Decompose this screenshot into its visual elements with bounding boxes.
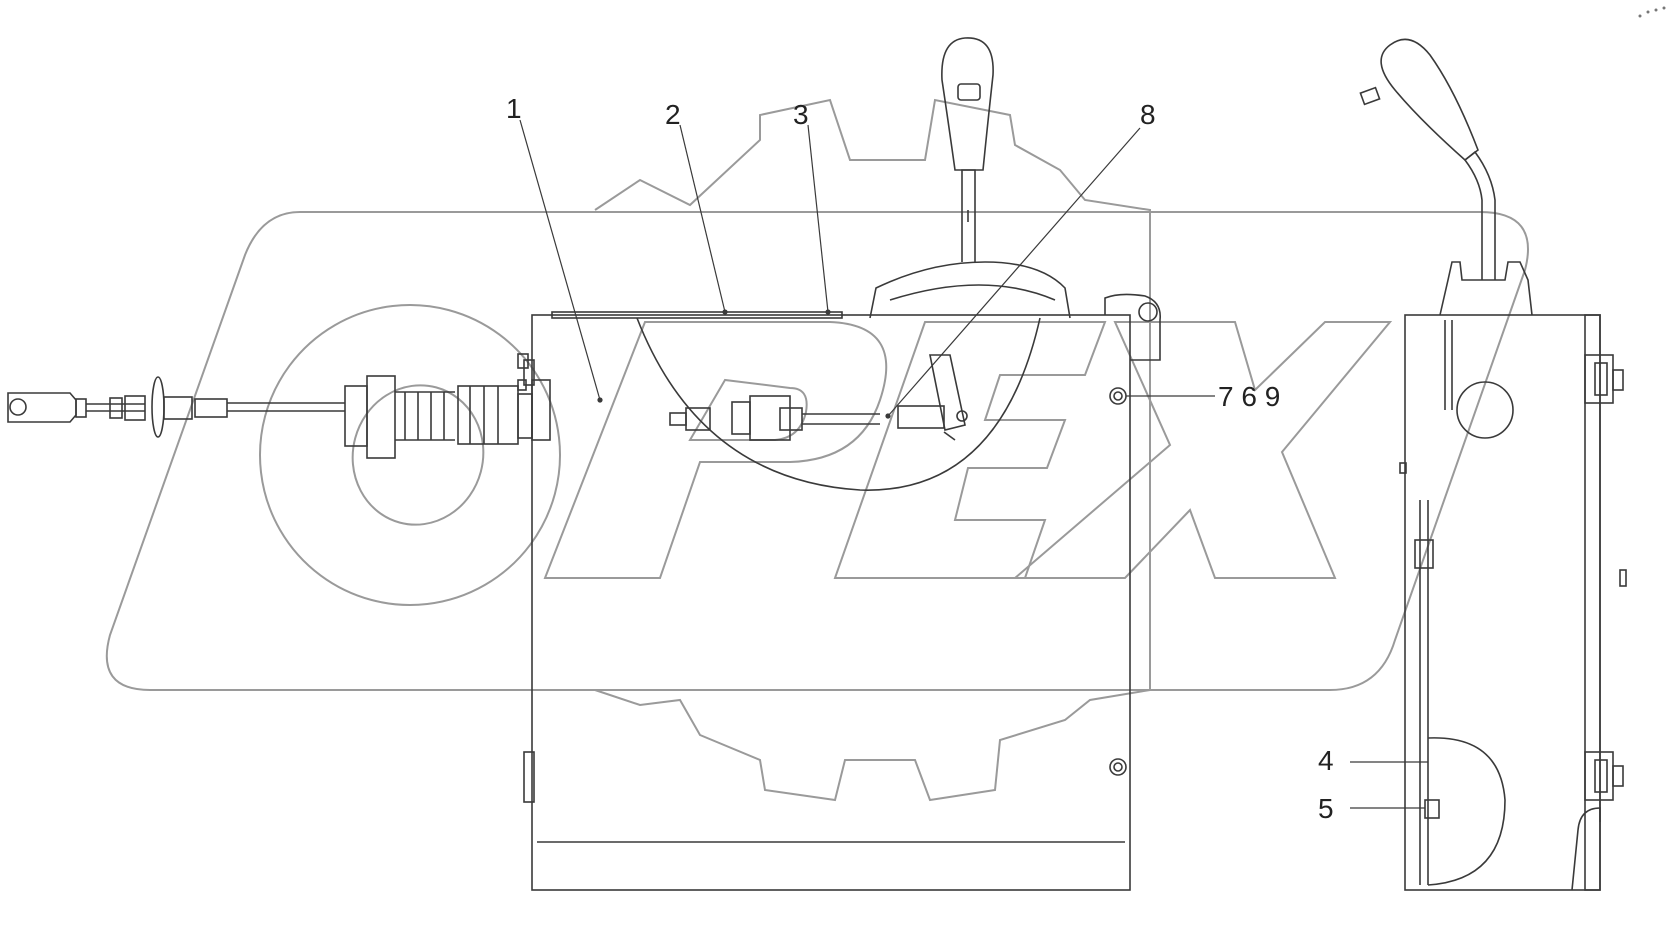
side-rod-bracket <box>1414 539 1434 569</box>
cable-flange-disc <box>151 376 165 438</box>
side-view-hole <box>1456 381 1514 439</box>
housing-body <box>531 314 1131 891</box>
side-nut-bottom <box>1424 799 1440 819</box>
callout-1: 1 <box>506 93 522 124</box>
mounting-ear <box>1104 293 1162 361</box>
left-side-tab-top <box>523 359 535 386</box>
opex-watermark-logo <box>105 98 1529 802</box>
cable-clevis-pin <box>9 398 27 416</box>
leader-2-dot <box>722 309 728 315</box>
leader-1 <box>519 119 601 401</box>
mounting-ear-hole <box>1138 302 1158 322</box>
logo-letter-o-outer <box>259 304 561 606</box>
corner-mark <box>1638 6 1666 18</box>
cable-clevis-lock-nut <box>75 398 87 418</box>
cable-fitting-body <box>366 375 396 459</box>
inner-nut-a <box>685 407 711 431</box>
inner-lever-arm <box>929 354 966 431</box>
bolt-upper-right <box>1109 387 1127 405</box>
leader-3 <box>807 124 829 313</box>
cable-assembly <box>7 353 551 459</box>
leader-8 <box>887 127 1141 417</box>
cable-flange-hub <box>163 396 193 420</box>
leader-3-dot <box>825 309 831 315</box>
leader-lines <box>519 119 1428 809</box>
inner-spring-pin <box>943 431 956 441</box>
logo-letter-e <box>833 321 1107 579</box>
bolt-lower-right <box>1109 758 1127 776</box>
callout-5: 5 <box>1318 793 1334 824</box>
side-bolt-head-top <box>1612 369 1624 391</box>
side-top-bracket <box>1439 261 1533 316</box>
cable-bellows-2 <box>457 385 519 445</box>
side-cutaway <box>1427 737 1506 886</box>
inner-tube <box>749 395 791 441</box>
inner-nut-b <box>731 401 751 435</box>
leader-2 <box>679 124 726 313</box>
side-view <box>1359 38 1627 891</box>
callout-7-6-9: 7 6 9 <box>1218 381 1280 412</box>
side-housing <box>1404 314 1601 891</box>
side-small-pin-2 <box>1619 569 1627 587</box>
leader-1-dot <box>597 397 603 403</box>
callout-2: 2 <box>665 99 681 130</box>
side-bottom-bracket <box>1571 807 1601 891</box>
side-bolt-head-bottom <box>1612 765 1624 787</box>
cutaway-section <box>636 317 1041 491</box>
left-side-tab-bottom <box>523 751 535 803</box>
callout-labels: 1 2 3 8 7 6 9 4 5 <box>506 93 1334 824</box>
cable-ferrule <box>194 398 228 418</box>
side-lever-shaft <box>1463 150 1496 280</box>
lever-shroud <box>869 261 1071 319</box>
cable-bellows <box>395 391 455 441</box>
logo-letter-o-inner <box>351 384 485 526</box>
top-cover-plate <box>551 311 843 319</box>
callout-8: 8 <box>1140 99 1156 130</box>
cable-nut-1 <box>109 397 123 419</box>
logo-letter-p <box>543 321 888 579</box>
side-mount-block-top-inner <box>1594 362 1608 396</box>
lever-knob <box>941 37 994 171</box>
side-mount-block-bottom-inner <box>1594 759 1608 793</box>
cable-clevis-fork <box>7 392 77 423</box>
side-small-pin <box>1399 462 1407 474</box>
cable-end-sleeve <box>517 393 533 439</box>
bolt-upper-right-inner <box>1113 391 1123 401</box>
leader-8-dot <box>885 413 891 419</box>
cable-mount-plate <box>531 379 551 441</box>
inner-clevis <box>897 405 945 429</box>
bolt-lower-right-inner <box>1113 762 1123 772</box>
callout-3: 3 <box>793 99 809 130</box>
callout-4: 4 <box>1318 745 1334 776</box>
inner-nut-c <box>779 407 803 431</box>
cable-bellows-2-ribs <box>469 386 499 444</box>
cable-end-bolt-top <box>517 353 529 369</box>
lever-shroud-inner <box>889 284 1056 301</box>
side-face-plate <box>1584 314 1601 891</box>
lever-knob-badge <box>957 83 981 101</box>
gear-outline <box>594 98 1151 802</box>
side-lever-knob <box>1380 38 1479 162</box>
cable-nut-2 <box>124 395 146 421</box>
inner-rod-end <box>669 412 687 426</box>
inner-pivot-pin <box>956 410 968 422</box>
logo-frame <box>105 211 1529 691</box>
cable-end-bolt-bottom <box>517 379 527 391</box>
logo-letter-x <box>1012 321 1393 579</box>
front-view <box>523 37 1162 891</box>
side-lever-knob-tip <box>1359 86 1381 106</box>
